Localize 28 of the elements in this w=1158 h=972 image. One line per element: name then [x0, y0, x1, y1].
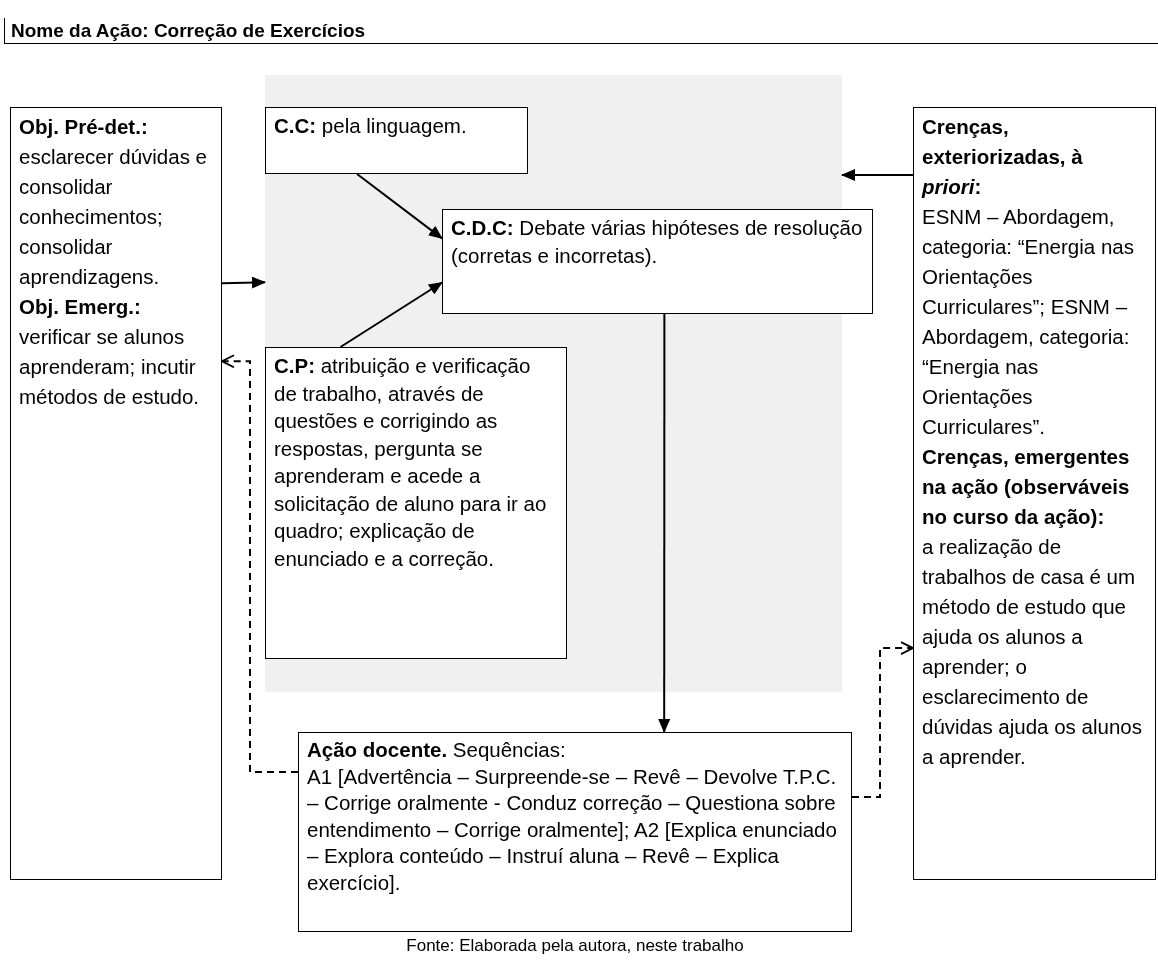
arrow [658, 313, 671, 733]
text-box [913, 107, 1156, 880]
arrow [221, 276, 266, 289]
box-text: C.D.C: Debate várias hipóteses de resolução (corretas e incorretas). [451, 215, 864, 269]
text-box [442, 209, 873, 314]
box-text: A1 [Advertência – Surpreende-se – Revê – Devolve T.P.C. – Corrige oralmente - Conduz correção – Questiona sobre entendimento – Corrige oralmente]; A2 [Explica enunciado – Explora conteúdo – Instruí aluna – Revê – Explica exercício]. [307, 763, 838, 896]
diagram-title: Nome da Ação: Correção de Exercícios [4, 18, 1158, 44]
box-heading: Crenças, emergentes na ação (observáveis no curso da ação): [922, 444, 1131, 530]
box-text: Ação docente. Sequências: [307, 737, 567, 763]
text-box [265, 107, 528, 174]
arrow [841, 168, 914, 181]
box-text: a realização de trabalhos de casa é um método de estudo que ajuda os alunos a aprender; o esclarecimento de dúvidas ajuda os alunos a aprender. [922, 534, 1143, 770]
box-heading: Obj. Pré-det.: [19, 114, 149, 140]
box-heading: Obj. Emerg.: [19, 294, 142, 320]
arrow [356, 173, 443, 240]
text-box [10, 107, 222, 880]
text-box [298, 732, 852, 932]
box-text: C.C: pela linguagem. [274, 113, 468, 139]
box-heading: Crenças, exteriorizadas, à priori: [922, 114, 1084, 200]
box-text: verificar se alunos aprenderam; incutir métodos de estudo. [19, 324, 201, 410]
box-text: ESNM – Abordagem, categoria: “Energia nas Orientações Curriculares”; ESNM – Abordagem, categoria: “Energia nas Orientações Curriculares”. [922, 204, 1135, 440]
box-text: esclarecer dúvidas e consolidar conhecimentos; consolidar aprendizagens. [19, 144, 208, 290]
dashed-arrow [851, 641, 914, 798]
arrow [339, 281, 443, 348]
caption: Fonte: Elaborada pela autora, neste trabalho [405, 936, 745, 956]
text-box [265, 347, 567, 659]
box-text: C.P: atribuição e verificação de trabalho, através de questões e corrigindo as respostas, pergunta se aprenderam e acede a solicitação de aluno para ir ao quadro; explicação de enunciado e a correção. [274, 353, 548, 572]
dashed-arrow [221, 354, 299, 773]
